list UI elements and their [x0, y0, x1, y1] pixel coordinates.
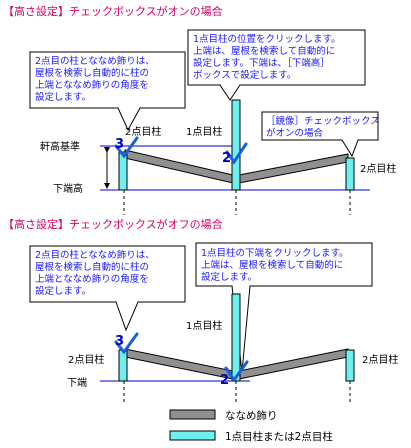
s2-right-diagonal [238, 348, 349, 380]
s2-right-post [345, 349, 355, 382]
s1-left-step-number: 3 [115, 137, 124, 152]
s1-bottom-height-label: 下端高 [53, 182, 83, 195]
s1-left-line-3: 上端とななめ飾りの角度を [35, 79, 149, 91]
s1-center-line-3: 設定します。下端は、［下端高］ [193, 57, 330, 69]
s1-right-post-label: 2点目柱 [360, 162, 396, 175]
s2-center-post-label: 1点目柱 [186, 319, 222, 332]
s1-right-line-1: ［鏡像］チェックボックス [266, 115, 380, 127]
legend-diagonal-label: ななめ飾り [225, 409, 278, 422]
s1-center-post [231, 99, 241, 191]
s1-center-step-number: 2 [222, 151, 231, 166]
s2-left-line-3: 上端とななめ飾りの角度を [35, 273, 149, 285]
legend-post-label: 1点目柱または2点目柱 [225, 430, 333, 443]
s1-center-post-label: 1点目柱 [186, 125, 222, 138]
s2-right-post-label: 2点目柱 [362, 353, 398, 366]
s1-center-line-2: 上端は、屋根を検索して自動的に [193, 45, 335, 57]
s1-right-line-2: がオンの場合 [266, 127, 324, 139]
s2-left-line-4: 設定します。 [35, 285, 91, 297]
s1-center-line-4: ボックスで設定します。 [193, 69, 296, 81]
section1-heading: 【高さ設定】チェックボックスがオンの場合 [3, 4, 223, 18]
s2-left-step-number: 3 [115, 334, 124, 349]
s2-left-line-1: 2点目の柱とななめ飾りは、 [35, 249, 155, 261]
section1-callout-right: ［鏡像］チェックボックス がオンの場合 [261, 111, 380, 158]
section1-callout-left: 2点目の柱とななめ飾りは、 屋根を検索し自動的に柱の 上端とななめ飾りの角度を … [29, 51, 186, 132]
s1-left-post-label: 2点目柱 [125, 125, 161, 138]
s2-center-post [231, 293, 241, 382]
section1-callout-center: 1点目柱の位置をクリックします。 上端は、屋根を検索して自動的に 設定します。下… [187, 29, 366, 101]
s2-bottom-label: 下端 [67, 376, 87, 389]
legend-post-swatch [169, 430, 216, 441]
s2-left-post-label: 2点目柱 [68, 353, 104, 366]
legend-diagonal-swatch [169, 409, 216, 420]
section2-heading: 【高さ設定】チェックボックスがオフの場合 [3, 217, 223, 231]
s2-center-line-2: 上端は、屋根を検索して自動的に [201, 259, 343, 271]
s2-left-line-2: 屋根を検索し自動的に柱の [35, 261, 149, 273]
s1-left-post [118, 151, 128, 191]
s2-center-check-icon [224, 360, 249, 383]
s1-left-diagonal [124, 149, 234, 184]
s2-left-check-icon [114, 332, 139, 355]
s1-left-check-icon [114, 136, 139, 159]
s1-right-post [345, 157, 355, 191]
s2-center-line-1: 1点目柱の下端をクリックします。 [201, 247, 349, 259]
s2-center-step-number: 2 [220, 373, 229, 388]
s2-center-line-3: 設定します。 [201, 271, 257, 283]
s1-right-diagonal [238, 153, 349, 184]
s2-left-diagonal [124, 348, 234, 380]
s1-eave-base-label: 軒高基準 [40, 140, 80, 153]
s1-left-line-1: 2点目の柱とななめ飾りは、 [35, 55, 155, 67]
s1-left-line-4: 設定します。 [35, 91, 91, 103]
s1-left-line-2: 屋根を検索し自動的に柱の [35, 67, 149, 79]
s1-center-check-icon [225, 142, 248, 165]
s1-center-line-1: 1点目柱の位置をクリックします。 [193, 33, 341, 45]
s2-left-post [118, 349, 128, 382]
section2-callout-left: 2点目の柱とななめ飾りは、 屋根を検索し自動的に柱の 上端とななめ飾りの角度を … [29, 245, 186, 332]
